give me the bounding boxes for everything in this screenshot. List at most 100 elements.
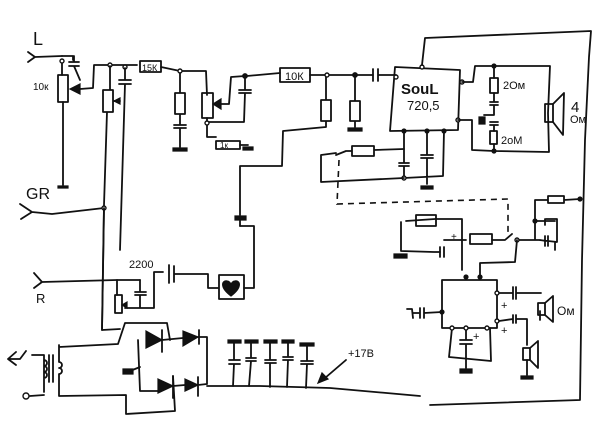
resistor-15k-label: 15К <box>142 63 158 73</box>
diode <box>145 329 200 394</box>
wire <box>239 225 255 289</box>
mains-plug <box>7 350 48 397</box>
left-input-label: L <box>33 29 43 49</box>
pot-wiper-arrow <box>68 83 81 95</box>
wire <box>479 239 518 278</box>
pot-label: 10к <box>33 82 49 93</box>
ic-amplifier <box>441 279 498 329</box>
cap-2200-label: 2200 <box>129 259 153 271</box>
input-cap <box>406 307 443 319</box>
mains-terminal <box>22 392 30 400</box>
wire <box>129 366 141 372</box>
plus-sign: + <box>451 232 457 243</box>
filter-caps <box>227 339 315 389</box>
main-speaker-coil <box>544 103 554 123</box>
ground-symbol <box>347 127 363 132</box>
speaker-3-cone <box>526 340 539 376</box>
wire <box>448 286 542 369</box>
right-input-label: R <box>36 291 45 306</box>
wire <box>421 30 592 406</box>
balance-pot <box>114 294 123 314</box>
speaker-2-label: Ом <box>557 304 575 318</box>
coupling-cap <box>372 68 397 82</box>
left-input-jack <box>27 51 63 63</box>
speaker-3-coil <box>522 347 531 361</box>
resistor-10k-label: 10К <box>285 71 304 83</box>
supply-label: +17В <box>348 348 374 360</box>
plus-sign: + <box>501 300 507 312</box>
junction <box>59 58 65 64</box>
heart-icon <box>222 280 240 297</box>
wire <box>483 65 499 152</box>
pot-wiper-arrow <box>120 300 128 310</box>
diode-bar <box>137 329 208 399</box>
supply-arrow <box>324 359 347 379</box>
ground-symbol <box>234 215 247 221</box>
wire <box>79 64 138 90</box>
wire <box>400 218 463 271</box>
junction <box>204 120 210 126</box>
transformer-secondary <box>58 322 176 415</box>
resistor-switch <box>469 233 493 245</box>
volume-pot <box>57 74 69 103</box>
ground-symbol <box>242 146 254 151</box>
ic-pin <box>463 325 469 331</box>
tone-pot <box>201 92 214 119</box>
wire <box>101 65 132 331</box>
resistor-2ohm-top <box>489 77 499 94</box>
wire <box>206 75 252 138</box>
res-top-label: 2Ом <box>503 80 525 92</box>
ground-symbol <box>420 185 434 190</box>
junction <box>577 196 583 202</box>
ground-symbol <box>459 368 473 374</box>
ground-symbol <box>57 185 69 189</box>
ic-code: 720,5 <box>407 98 440 113</box>
ground-symbol <box>478 116 486 125</box>
speaker-label-2: Ом <box>570 114 586 126</box>
transformer-core <box>48 354 54 383</box>
ic-pin <box>393 74 399 80</box>
electrolytic-cap <box>439 239 467 258</box>
ic-pin <box>477 274 483 280</box>
junction <box>532 218 538 224</box>
ic-name: SouL <box>401 81 439 98</box>
main-speaker-cone <box>552 92 565 136</box>
cap <box>68 55 81 81</box>
wire <box>457 65 551 153</box>
pot-wiper-arrow <box>112 97 121 105</box>
speaker-2-cone <box>544 295 554 323</box>
junction <box>324 72 330 78</box>
wire <box>173 72 187 148</box>
speaker-2-coil <box>537 302 546 316</box>
ground-symbol <box>520 375 534 380</box>
resistor-1k-label: 1к <box>220 141 228 150</box>
arrow-head <box>316 371 330 385</box>
wire <box>320 145 405 183</box>
wire <box>239 74 374 216</box>
ground-symbol <box>172 147 188 152</box>
ic-soul <box>389 66 461 132</box>
pot-wiper-arrow <box>211 97 222 111</box>
plus-sign: + <box>473 331 479 343</box>
junction <box>491 148 497 154</box>
ic-pin <box>484 325 490 331</box>
wire <box>349 75 361 128</box>
heart-component <box>218 274 245 300</box>
ic-pin <box>449 325 455 331</box>
wire <box>116 264 219 309</box>
ground-input-label: GR <box>26 186 50 203</box>
wire <box>61 55 74 76</box>
ground-symbol <box>393 253 408 259</box>
supply-rail <box>206 385 421 397</box>
feedback-resistor <box>415 214 437 227</box>
wire <box>160 66 208 96</box>
wire <box>246 72 281 77</box>
speaker-label-1: 4 <box>571 99 579 116</box>
ic-pin <box>463 274 469 280</box>
plus-sign: + <box>501 325 507 337</box>
wire <box>101 207 121 331</box>
right-input-jack <box>33 272 141 289</box>
ground-input-jack <box>19 203 105 220</box>
